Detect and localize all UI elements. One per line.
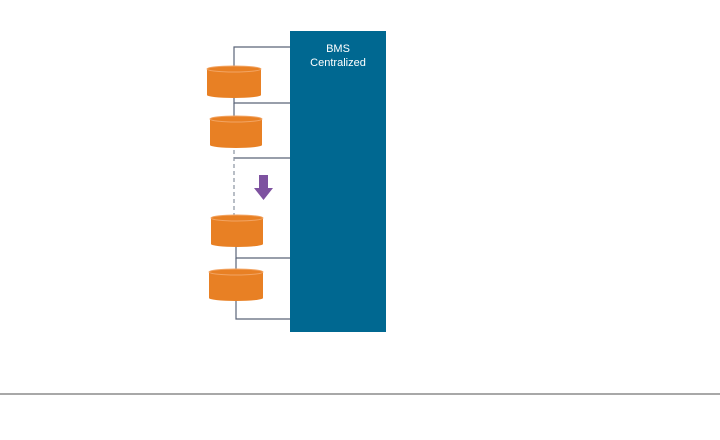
battery-cell-2	[209, 115, 263, 148]
bms-label-line2: Centralized	[310, 57, 366, 69]
horizontal-divider	[0, 393, 720, 395]
wire-1-2	[233, 97, 290, 104]
down-arrow-icon	[254, 175, 273, 200]
bms-centralized-block	[290, 31, 386, 332]
bms-label: BMS Centralized	[290, 42, 386, 70]
wire-top	[233, 46, 290, 67]
battery-cell-3	[210, 214, 264, 247]
wire-bottom	[235, 300, 290, 320]
battery-cell-4	[208, 268, 264, 301]
battery-cell-1	[206, 65, 262, 98]
bms-label-line1: BMS	[326, 43, 350, 55]
wire-3-4	[235, 246, 290, 259]
